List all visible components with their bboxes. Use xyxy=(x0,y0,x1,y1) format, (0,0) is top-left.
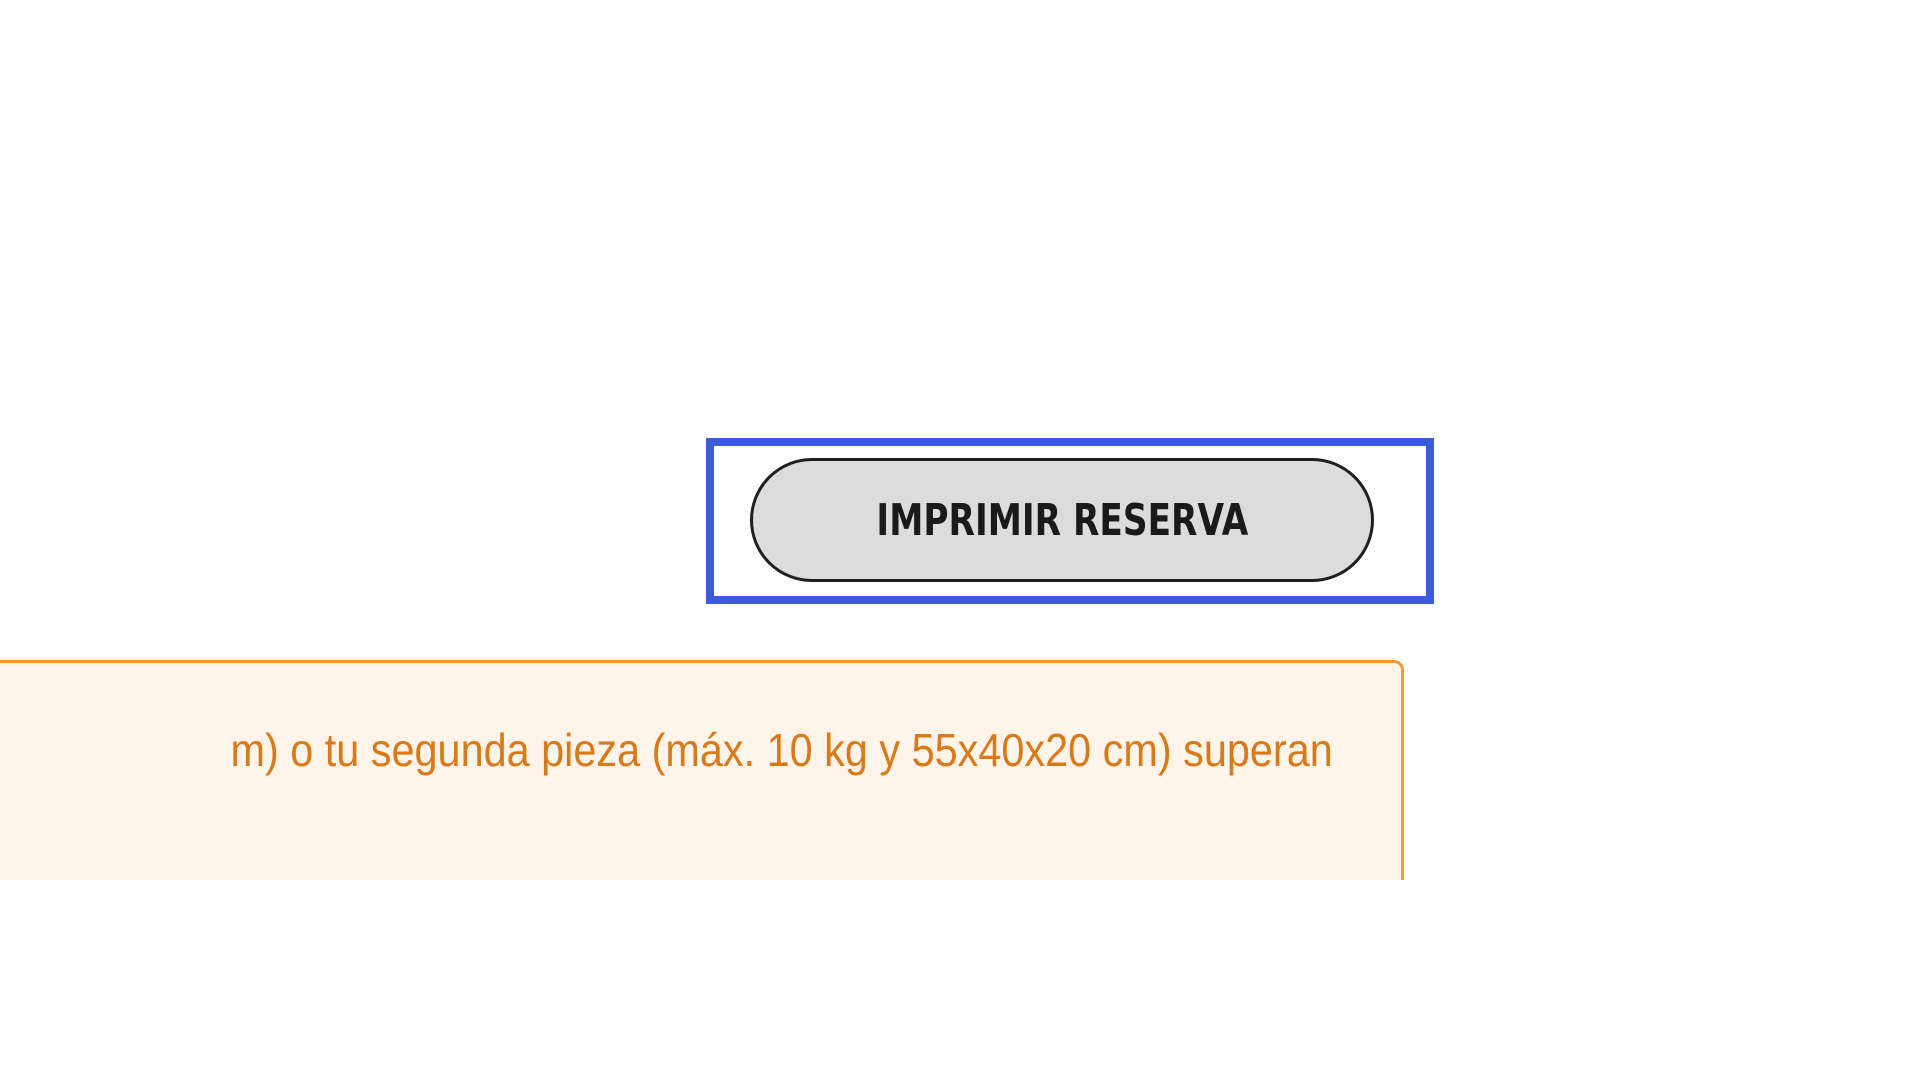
baggage-notice-text: m) o tu segunda pieza (máx. 10 kg y 55x4… xyxy=(0,723,1333,777)
print-reservation-button-label: IMPRIMIR RESERVA xyxy=(876,494,1248,546)
print-reservation-button[interactable]: IMPRIMIR RESERVA xyxy=(750,458,1374,582)
baggage-notice-box: m) o tu segunda pieza (máx. 10 kg y 55x4… xyxy=(0,660,1404,880)
focus-highlight xyxy=(706,438,1434,604)
baggage-notice-text-content: m) o tu segunda pieza (máx. 10 kg y 55x4… xyxy=(230,724,1333,776)
